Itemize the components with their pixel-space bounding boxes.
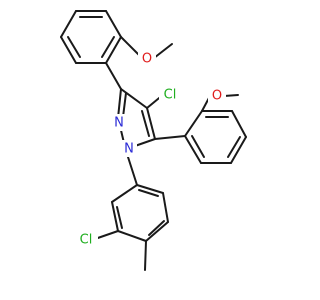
molecule-structure: Cl N N O O Cl <box>60 10 247 271</box>
atom-o-top: O <box>138 50 156 67</box>
bond-right-ring-1 <box>184 110 203 137</box>
bond-c4-c3 <box>120 88 148 109</box>
bond-c3-n2 <box>117 88 122 119</box>
bond-bottom-ring-double-a <box>116 206 123 229</box>
atom-o-right: O <box>208 87 226 104</box>
bond-top-ring-double-c <box>101 36 115 58</box>
bond-bottom-ring-double-c <box>138 189 159 197</box>
atom-label-o-right: O <box>212 89 222 104</box>
bond-top-ring-o <box>120 36 141 57</box>
atom-cl-pyrazole: Cl <box>159 86 181 104</box>
bond-top-ring-3 <box>60 10 77 38</box>
bond-bottom-ring-methyl <box>144 240 147 271</box>
bond-bottom-ring-6 <box>136 184 164 194</box>
atom-cl-aryl: Cl <box>74 231 98 249</box>
bond-bottom-ring-double-b <box>148 220 165 236</box>
atom-label-cl-pyrazole: Cl <box>164 88 177 103</box>
bond-top-ring-5 <box>105 10 122 38</box>
bond-top-ring-6 <box>105 36 122 64</box>
bond-bottom-ring-1 <box>111 184 138 203</box>
bond-right-ring-3 <box>231 110 247 138</box>
atom-label-n2: N <box>114 116 124 131</box>
atom-label-n1: N <box>124 142 134 157</box>
bond-c3-aryl-top <box>105 62 122 90</box>
bond-right-ring-6 <box>184 135 202 164</box>
bond-right-ring-double-c <box>191 135 205 158</box>
bond-bottom-ring-3 <box>117 230 147 242</box>
bond-right-ring-4 <box>230 136 247 164</box>
atom-n1: N <box>121 140 137 157</box>
bond-top-o-methyl <box>153 43 173 59</box>
bond-bottom-ring-4 <box>145 221 169 242</box>
bond-c5-c4-double <box>141 110 150 137</box>
bond-c5-aryl-right <box>154 135 186 140</box>
bond-right-ring-double-b <box>227 136 241 158</box>
bond-c5-c4 <box>146 107 156 140</box>
atom-label-layer: Cl N N O O Cl <box>74 50 226 249</box>
bond-bottom-ring-2 <box>111 201 119 232</box>
atom-label-o-top: O <box>142 52 152 67</box>
atom-n2: N <box>111 114 127 131</box>
bond-right-o-methyl <box>223 94 239 97</box>
bond-top-ring-2 <box>60 36 77 64</box>
bond-c3-n2-double <box>122 92 127 118</box>
bond-n1-aryl-bottom <box>127 156 138 186</box>
bond-top-ring-double-a <box>67 36 81 58</box>
atom-label-cl-aryl: Cl <box>80 233 93 248</box>
bond-bottom-ring-5 <box>162 192 169 223</box>
bond-layer <box>60 10 247 271</box>
